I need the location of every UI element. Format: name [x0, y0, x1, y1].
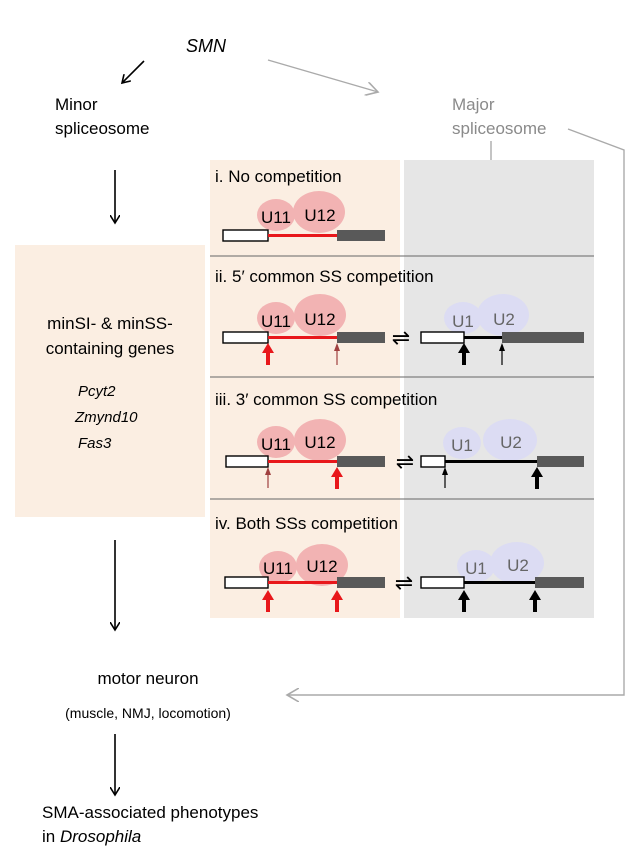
- equilibrium-symbol: ⇌: [395, 570, 413, 595]
- u12-label: U12: [304, 310, 335, 329]
- exon-right: [535, 577, 584, 588]
- motor-neuron-detail: (muscle, NMJ, locomotion): [65, 705, 231, 721]
- major-spliceosome-label-1: Major: [452, 95, 495, 114]
- exon-left: [420, 576, 465, 589]
- panel-1-minor-construct: U11 U12: [222, 191, 385, 242]
- splice-site-arrow-strong: [331, 590, 343, 612]
- panel-4-minor-construct: U11 U12: [224, 544, 385, 612]
- panel-2-title: ii. 5′ common SS competition: [215, 267, 434, 286]
- u12-label: U12: [304, 433, 335, 452]
- u2-snrnp: [477, 294, 529, 336]
- equilibrium-symbol: ⇌: [396, 449, 414, 474]
- panel-3-title: iii. 3′ common SS competition: [215, 390, 437, 409]
- u11-snrnp: [257, 199, 295, 231]
- splice-site-arrow-strong: [531, 467, 543, 489]
- u12-snrnp: [293, 191, 345, 233]
- u1-snrnp: [443, 427, 481, 459]
- exon-right: [337, 577, 385, 588]
- splice-site-arrow-weak: [265, 467, 271, 488]
- u12-label: U12: [306, 557, 337, 576]
- splice-site-arrow-strong: [458, 343, 470, 365]
- splice-site-arrow-weak: [442, 467, 448, 488]
- u12-label: U12: [304, 206, 335, 225]
- u2-label: U2: [507, 556, 529, 575]
- exon-left: [224, 576, 269, 589]
- u1-snrnp: [444, 302, 482, 334]
- u1-label: U1: [451, 436, 473, 455]
- minor-spliceosome-label-1: Minor: [55, 95, 98, 114]
- gene-pcyt2: Pcyt2: [78, 383, 116, 400]
- u1-label: U1: [465, 559, 487, 578]
- splice-site-arrow-strong: [262, 590, 274, 612]
- phenotype-label-1: SMA-associated phenotypes: [42, 803, 258, 822]
- panel-2-major-construct: U1 U2: [420, 294, 584, 365]
- exon-right: [337, 332, 385, 343]
- u2-label: U2: [500, 433, 522, 452]
- u11-snrnp: [257, 302, 295, 334]
- panel-3-minor-construct: U11 U12: [225, 419, 385, 489]
- exon-right: [337, 230, 385, 241]
- u2-label: U2: [493, 310, 515, 329]
- exon-left: [222, 331, 269, 344]
- exon-left: [225, 455, 269, 468]
- u11-label: U11: [263, 559, 293, 578]
- gene-fas3: Fas3: [78, 435, 112, 452]
- gene-zmynd10: Zmynd10: [74, 409, 138, 426]
- minor-spliceosome-label-2: spliceosome: [55, 119, 150, 138]
- u1-snrnp: [457, 550, 495, 582]
- u12-snrnp: [294, 294, 346, 336]
- equilibrium-symbol: ⇌: [392, 325, 410, 350]
- major-panel-background: [404, 160, 594, 618]
- u11-snrnp: [259, 551, 297, 583]
- smn-to-minor-arrow: [122, 60, 145, 83]
- panel-1-title: i. No competition: [215, 167, 342, 186]
- exon-right: [537, 456, 584, 467]
- splice-site-arrow-weak: [334, 343, 340, 365]
- panel-2-minor-construct: U11 U12: [222, 294, 385, 365]
- gene-box-title-1: minSI- & minSS-: [47, 314, 173, 333]
- u1-label: U1: [452, 312, 474, 331]
- splice-site-arrow-strong: [529, 590, 541, 612]
- panel-3-major-construct: U1 U2: [420, 419, 584, 489]
- u11-snrnp: [257, 426, 295, 458]
- splice-site-arrow-weak: [499, 343, 505, 365]
- splice-site-arrow-strong: [331, 467, 343, 489]
- phenotype-label-2: in Drosophila: [42, 827, 141, 846]
- smn-to-major-arrow: [267, 59, 378, 92]
- panel-4-title: iv. Both SSs competition: [215, 514, 398, 533]
- u2-snrnp: [483, 419, 537, 461]
- splice-site-arrow-strong: [458, 590, 470, 612]
- gene-box-background: [15, 245, 205, 517]
- u11-label: U11: [261, 208, 291, 227]
- u11-label: U11: [261, 312, 291, 331]
- smn-label: SMN: [186, 36, 227, 56]
- exon-left: [222, 229, 269, 242]
- u12-snrnp: [294, 419, 346, 461]
- exon-left: [420, 331, 465, 344]
- motor-neuron-label: motor neuron: [97, 669, 198, 688]
- major-to-motor-neuron-arrow: [287, 128, 625, 695]
- exon-right: [337, 456, 385, 467]
- gene-box-title-2: containing genes: [46, 339, 175, 358]
- u12-snrnp: [296, 544, 348, 586]
- exon-right: [502, 332, 584, 343]
- exon-left: [420, 455, 446, 468]
- u2-snrnp: [490, 542, 544, 584]
- panel-4-major-construct: U1 U2: [420, 542, 584, 612]
- major-spliceosome-label-2: spliceosome: [452, 119, 547, 138]
- u11-label: U11: [261, 435, 291, 454]
- splice-site-arrow-strong: [262, 343, 274, 365]
